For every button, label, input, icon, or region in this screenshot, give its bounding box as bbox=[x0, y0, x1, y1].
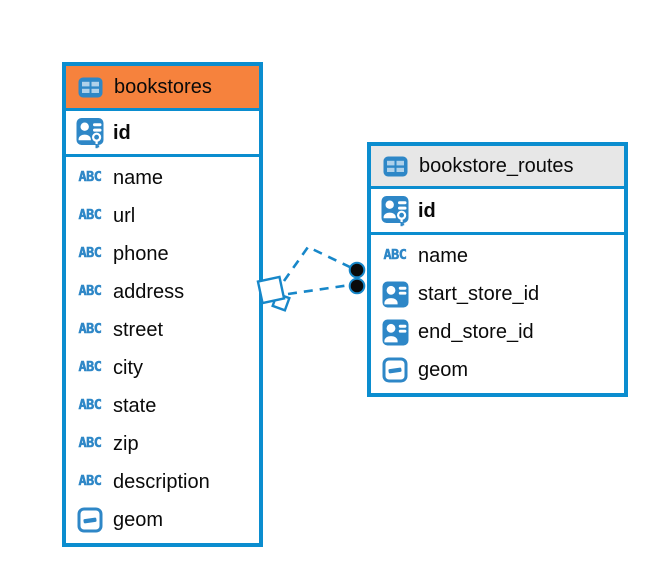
column-row: ABC url bbox=[66, 197, 259, 235]
column-row: start_store_id bbox=[371, 275, 624, 313]
text-type-icon: ABC bbox=[78, 359, 102, 376]
column-name: address bbox=[113, 281, 185, 303]
column-row-pk: id bbox=[371, 189, 624, 235]
column-row: ABC address bbox=[66, 273, 259, 311]
column-row: ABC state bbox=[66, 387, 259, 425]
column-name: name bbox=[113, 167, 164, 189]
column-name: city bbox=[113, 357, 143, 379]
column-row: ABC zip bbox=[66, 425, 259, 463]
column-name: description bbox=[113, 471, 210, 493]
reference-type-icon bbox=[379, 278, 411, 310]
column-name: url bbox=[113, 205, 136, 227]
column-row: geom bbox=[371, 351, 624, 389]
reference-type-icon bbox=[379, 316, 411, 348]
table-icon bbox=[74, 71, 106, 103]
column-row: ABC name bbox=[371, 237, 624, 275]
column-row: end_store_id bbox=[371, 313, 624, 351]
column-name: end_store_id bbox=[418, 321, 534, 343]
column-name: street bbox=[113, 319, 164, 341]
column-name: phone bbox=[113, 243, 169, 265]
table-bookstore-routes-title: bookstore_routes bbox=[419, 154, 574, 177]
geometry-type-icon bbox=[379, 354, 411, 386]
text-type-icon: ABC bbox=[78, 435, 102, 452]
table-bookstore-routes-columns: ABC name start_store_id bbox=[371, 235, 624, 393]
table-bookstores-title: bookstores bbox=[114, 75, 212, 98]
column-name: id bbox=[113, 121, 131, 144]
table-bookstores[interactable]: bookstores id ABC bbox=[62, 62, 263, 547]
text-type-icon: ABC bbox=[78, 283, 102, 300]
column-name: start_store_id bbox=[418, 283, 540, 305]
column-name: zip bbox=[113, 433, 139, 455]
column-row: geom bbox=[66, 501, 259, 539]
text-type-icon: ABC bbox=[78, 397, 102, 414]
table-bookstores-columns: ABC name ABC url ABC phone ABC address A… bbox=[66, 157, 259, 543]
relationship-line-upper[interactable] bbox=[282, 245, 353, 282]
table-bookstore-routes[interactable]: bookstore_routes id ABC bbox=[367, 142, 628, 397]
column-row: ABC name bbox=[66, 159, 259, 197]
relationship-line-lower[interactable] bbox=[287, 283, 351, 296]
table-bookstore-routes-header[interactable]: bookstore_routes bbox=[371, 146, 624, 189]
primary-key-icon bbox=[74, 117, 106, 149]
column-name: geom bbox=[113, 509, 164, 531]
column-name: state bbox=[113, 395, 157, 417]
column-row: ABC city bbox=[66, 349, 259, 387]
primary-key-icon bbox=[379, 195, 411, 227]
text-type-icon: ABC bbox=[78, 207, 102, 224]
table-icon bbox=[379, 150, 411, 182]
column-row-pk: id bbox=[66, 111, 259, 157]
text-type-icon: ABC bbox=[78, 473, 102, 490]
geometry-type-icon bbox=[74, 504, 106, 536]
text-type-icon: ABC bbox=[78, 321, 102, 338]
column-name: geom bbox=[418, 359, 469, 381]
column-name: name bbox=[418, 245, 469, 267]
relationship-target-marker[interactable] bbox=[348, 261, 366, 295]
table-bookstores-header[interactable]: bookstores bbox=[66, 66, 259, 111]
text-type-icon: ABC bbox=[78, 245, 102, 262]
text-type-icon: ABC bbox=[78, 169, 102, 186]
column-row: ABC street bbox=[66, 311, 259, 349]
column-name: id bbox=[418, 199, 436, 222]
column-row: ABC description bbox=[66, 463, 259, 501]
text-type-icon: ABC bbox=[383, 247, 407, 264]
column-row: ABC phone bbox=[66, 235, 259, 273]
